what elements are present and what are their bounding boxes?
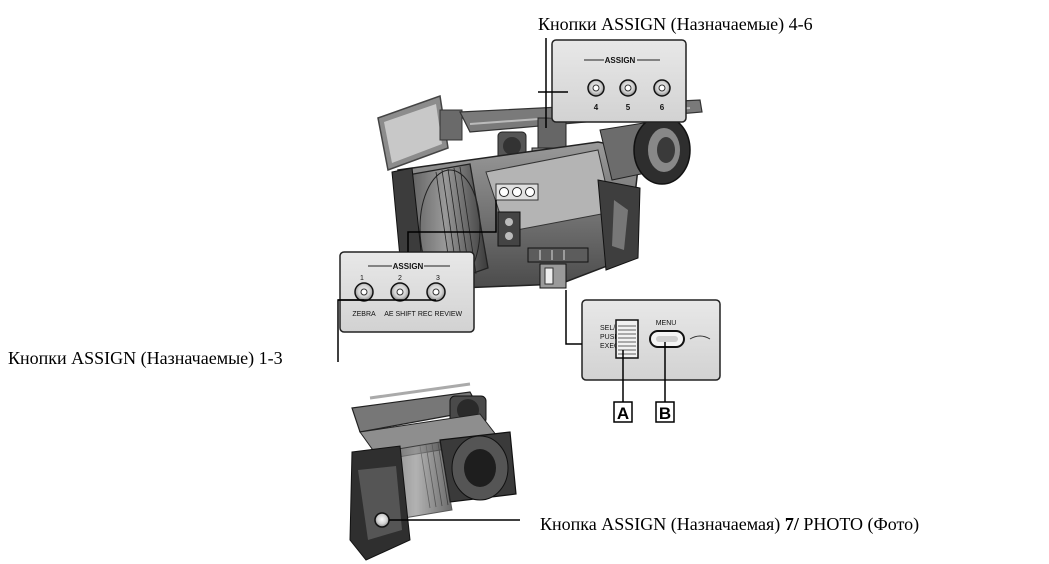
assign-number-4: 4 xyxy=(594,103,599,112)
dial-label-sel: SEL/ xyxy=(600,325,615,332)
marker-b-letter: B xyxy=(659,404,671,423)
marker-a: A xyxy=(614,402,632,423)
assign-function-rec-review: REC REVIEW xyxy=(418,311,463,318)
assign-7-photo-button[interactable] xyxy=(375,513,389,527)
assign-number-1: 1 xyxy=(360,275,364,282)
sel-push-exec-dial[interactable] xyxy=(616,320,638,358)
assign-1-3-title: ASSIGN xyxy=(393,262,424,271)
assign-number-2: 2 xyxy=(398,275,402,282)
assign-function-zebra: ZEBRA xyxy=(352,311,376,318)
assign-function-ae-shift: AE SHIFT xyxy=(384,311,416,318)
marker-a-letter: A xyxy=(617,404,629,423)
assign-4-6-title: ASSIGN xyxy=(605,56,636,65)
camcorder-front-illustration xyxy=(350,384,516,560)
menu-dial-panel: SEL/ PUSH EXEC MENU xyxy=(582,300,720,380)
menu-label: MENU xyxy=(656,320,677,327)
assign-1-3-panel: ASSIGN 1 2 3 ZEBRA AE SHIFT REC REVIEW xyxy=(340,252,474,332)
assign-4-6-panel: ASSIGN 4 5 6 xyxy=(552,40,686,122)
assign-number-6: 6 xyxy=(660,103,665,112)
assign-number-5: 5 xyxy=(626,103,631,112)
marker-b: B xyxy=(656,402,674,423)
assign-number-3: 3 xyxy=(436,275,440,282)
